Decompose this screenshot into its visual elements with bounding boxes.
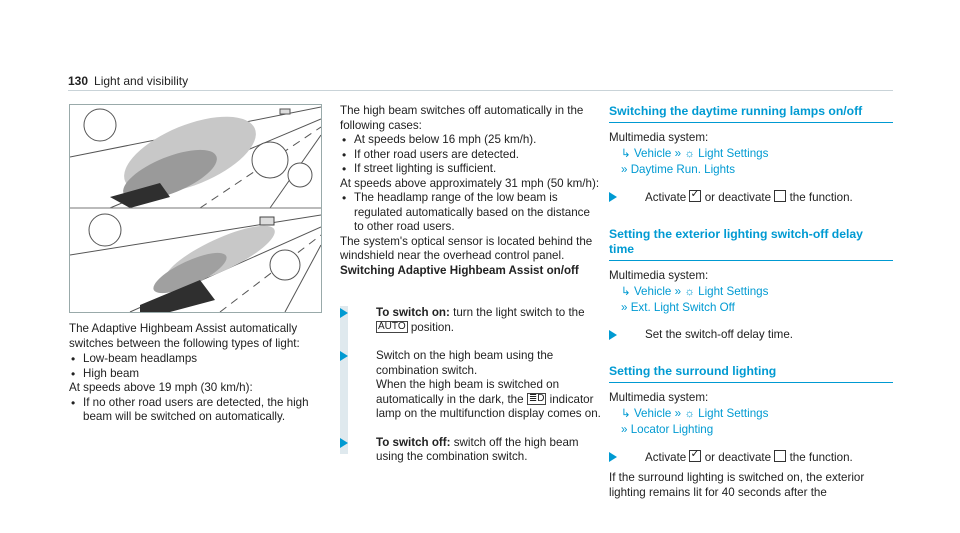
double-chevron-icon: » bbox=[674, 406, 682, 420]
section-divider bbox=[609, 122, 893, 123]
headlamp-icon: ☼ bbox=[684, 406, 695, 420]
double-chevron-icon: » bbox=[621, 422, 628, 436]
arrow-right-icon bbox=[340, 437, 348, 448]
illustration-top-scene bbox=[70, 106, 321, 209]
step-text: Set the switch-off delay time. bbox=[645, 327, 793, 341]
list-item: If no other road users are detected, the… bbox=[69, 396, 334, 425]
illustration-bottom-scene bbox=[70, 213, 321, 312]
menu-path: ↳ Vehicle » ☼ Light Settings » Locator L… bbox=[609, 406, 893, 438]
highbeam-indicator-icon: ≣D bbox=[526, 393, 547, 406]
step-text: or deactivate bbox=[704, 190, 772, 204]
double-chevron-icon: » bbox=[674, 284, 682, 298]
menu-item: Vehicle bbox=[633, 406, 672, 420]
return-arrow-icon: ↳ bbox=[621, 284, 631, 298]
step-text: switch off the high beam using the combi… bbox=[376, 435, 579, 464]
note-text: If the surround lighting is switched on,… bbox=[609, 471, 865, 499]
section-surround-lighting: Setting the surround lighting Multimedia… bbox=[609, 364, 893, 500]
double-chevron-icon: » bbox=[621, 162, 628, 176]
intro-text: The Adaptive Highbeam Assist automatical… bbox=[69, 322, 300, 350]
auto-icon: AUTO bbox=[376, 321, 408, 334]
menu-item: Light Settings bbox=[698, 146, 769, 160]
step-text: the function. bbox=[789, 190, 853, 204]
switching-steps: To switch on: turn the light switch to t… bbox=[340, 306, 602, 465]
step-set-delay: Set the switch-off delay time. bbox=[609, 328, 893, 343]
list-item: High beam bbox=[69, 367, 334, 382]
step-text: position. bbox=[410, 320, 455, 334]
header-divider bbox=[68, 90, 893, 91]
list-item: If other road users are detected. bbox=[340, 148, 602, 163]
return-arrow-icon: ↳ bbox=[621, 406, 631, 420]
switching-heading: Switching Adaptive Highbeam Assist on/of… bbox=[340, 263, 579, 277]
section-title: Setting the exterior lighting switch-off… bbox=[609, 227, 863, 256]
step-text: Activate bbox=[645, 450, 687, 464]
double-chevron-icon: » bbox=[621, 300, 628, 314]
step-text: Switch on the high beam using the combin… bbox=[376, 349, 554, 377]
section-title: Switching the daytime running lamps on/o… bbox=[609, 104, 863, 118]
menu-lead: Multimedia system: bbox=[609, 391, 709, 404]
column-3: Switching the daytime running lamps on/o… bbox=[609, 104, 893, 500]
list-item: The headlamp range of the low beam is re… bbox=[340, 191, 602, 235]
step-switch-on: To switch on: turn the light switch to t… bbox=[340, 306, 602, 335]
menu-item: Light Settings bbox=[698, 406, 769, 420]
checked-box-icon bbox=[689, 447, 702, 462]
headlamp-icon: ☼ bbox=[684, 284, 695, 298]
list-item: At speeds below 16 mph (25 km/h). bbox=[340, 133, 602, 148]
double-chevron-icon: » bbox=[674, 146, 682, 160]
menu-lead: Multimedia system: bbox=[609, 269, 709, 282]
menu-item: Vehicle bbox=[633, 146, 672, 160]
step-text: or deactivate bbox=[704, 450, 772, 464]
arrow-right-icon bbox=[340, 308, 348, 318]
intro-text: The high beam switches off automatically… bbox=[340, 104, 584, 132]
sensor-text: The system's optical sensor is located b… bbox=[340, 234, 593, 263]
list-item: Low-beam headlamps bbox=[69, 352, 334, 367]
section-switch-off-delay: Setting the exterior lighting switch-off… bbox=[609, 227, 893, 342]
column-1: The Adaptive Highbeam Assist automatical… bbox=[69, 322, 334, 425]
column-2: The high beam switches off automatically… bbox=[340, 104, 602, 278]
arrow-right-icon bbox=[609, 191, 617, 202]
section-daytime-running-lamps: Switching the daytime running lamps on/o… bbox=[609, 104, 893, 205]
unchecked-box-icon bbox=[774, 449, 787, 462]
menu-item: Ext. Light Switch Off bbox=[630, 300, 735, 314]
list-item: If street lighting is sufficient. bbox=[340, 162, 602, 177]
headlamp-icon: ☼ bbox=[684, 146, 695, 160]
menu-path: ↳ Vehicle » ☼ Light Settings » Ext. Ligh… bbox=[609, 284, 893, 316]
step-label: To switch on: bbox=[376, 306, 450, 319]
section-title: Setting the surround lighting bbox=[609, 364, 777, 378]
step-text: Activate bbox=[645, 190, 687, 204]
menu-item: Vehicle bbox=[633, 284, 672, 298]
step-switch-off: To switch off: switch off the high beam … bbox=[340, 436, 602, 465]
step-highbeam: Switch on the high beam using the combin… bbox=[340, 349, 602, 422]
step-label: To switch off: bbox=[376, 435, 451, 449]
menu-path: ↳ Vehicle » ☼ Light Settings » Daytime R… bbox=[609, 146, 893, 178]
section-divider bbox=[609, 382, 893, 383]
step-activate: Activate or deactivate the function. bbox=[609, 187, 893, 206]
speed-text: At speeds above approximately 31 mph (50… bbox=[340, 176, 600, 190]
highbeam-illustration bbox=[69, 104, 322, 313]
return-arrow-icon: ↳ bbox=[621, 146, 631, 160]
checked-box-icon bbox=[689, 187, 702, 202]
arrow-right-icon bbox=[340, 351, 348, 361]
step-text: indicator lamp on the multifunction disp… bbox=[376, 392, 601, 421]
step-text: the function. bbox=[789, 450, 853, 464]
unchecked-box-icon bbox=[774, 189, 787, 202]
page-header: 130 Light and visibility bbox=[68, 74, 893, 89]
step-activate: Activate or deactivate the function. bbox=[609, 447, 893, 466]
menu-lead: Multimedia system: bbox=[609, 131, 709, 144]
menu-item: Daytime Run. Lights bbox=[630, 162, 736, 176]
section-divider bbox=[609, 260, 893, 261]
step-text: turn the light switch to the bbox=[453, 306, 585, 319]
menu-item: Locator Lighting bbox=[630, 422, 714, 436]
step-text: When the high beam is switched on automa… bbox=[376, 378, 560, 406]
arrow-right-icon bbox=[609, 451, 617, 462]
page-title: Light and visibility bbox=[94, 74, 189, 88]
menu-item: Light Settings bbox=[698, 284, 769, 298]
arrow-right-icon bbox=[609, 329, 617, 340]
speed-text: At speeds above 19 mph (30 km/h): bbox=[69, 381, 253, 394]
page-number: 130 bbox=[68, 74, 89, 88]
instruction-bar bbox=[340, 306, 348, 454]
